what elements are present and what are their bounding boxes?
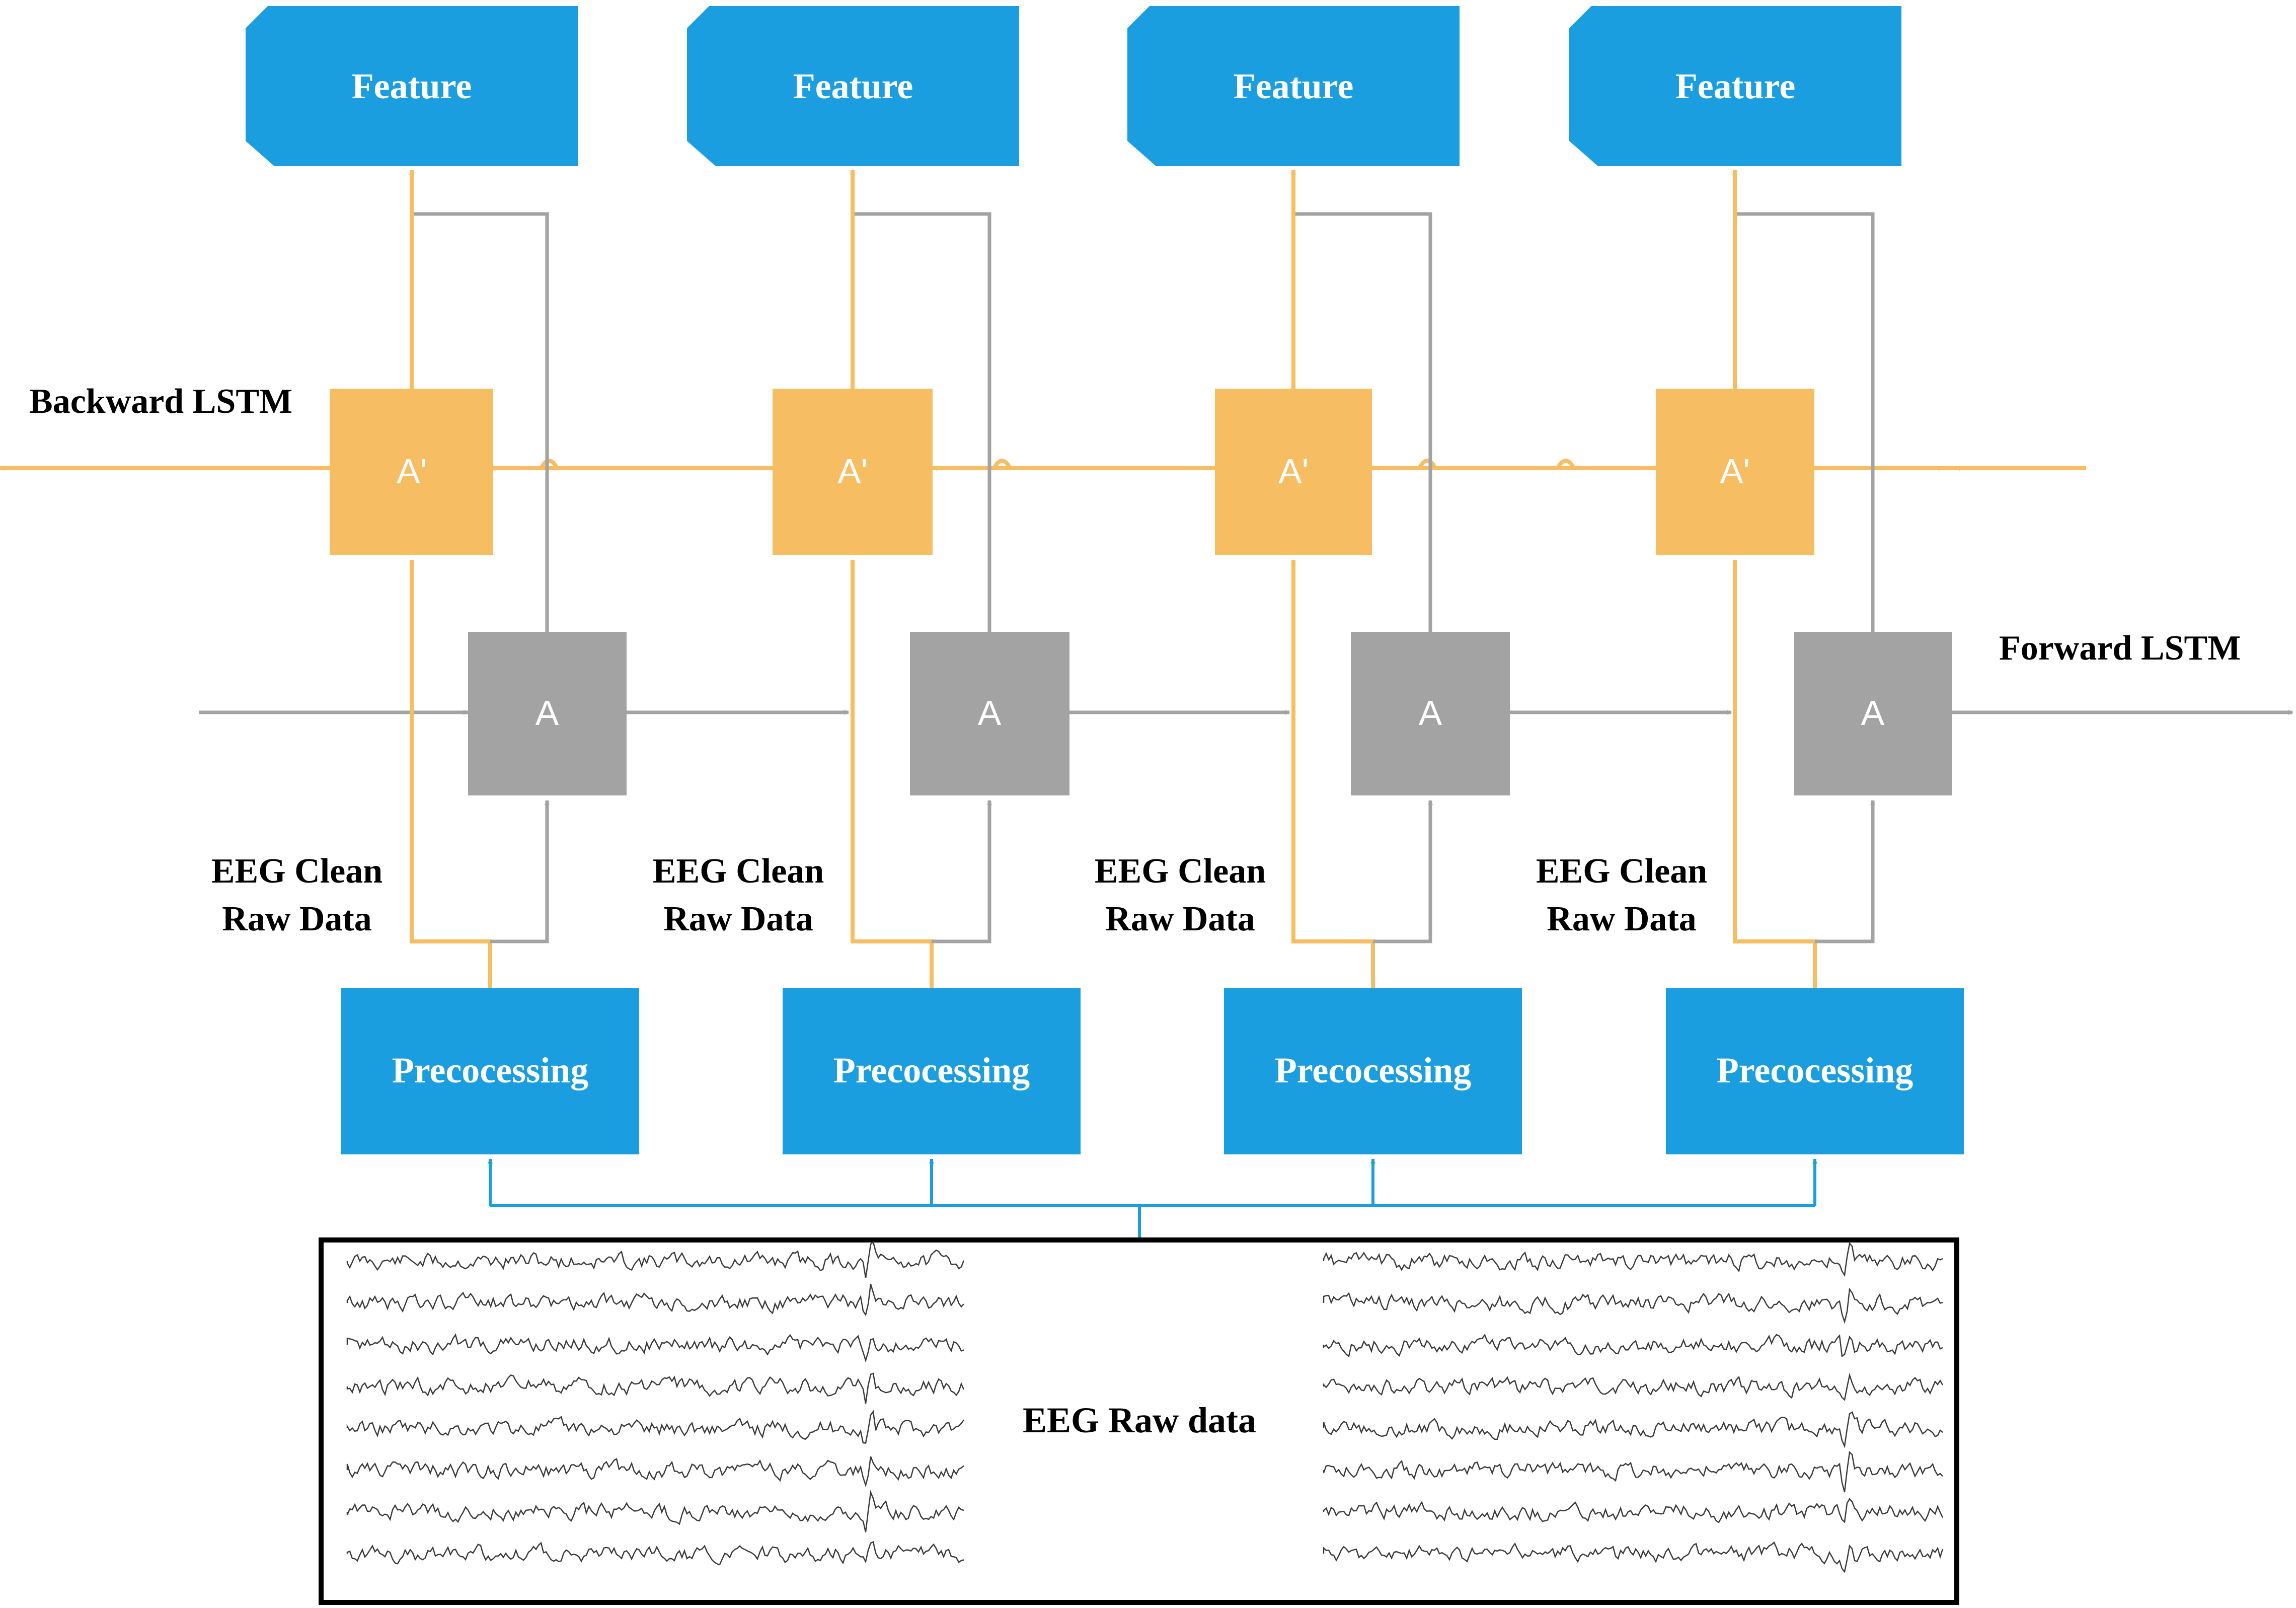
forward-cell-label: A	[978, 693, 1002, 733]
eeg-trace	[346, 1541, 964, 1566]
column-4: Feature A' A EEG Clean Raw Data Precoces…	[1536, 6, 1964, 1154]
preprocessing-box	[783, 988, 1081, 1154]
forward-cell	[1351, 632, 1510, 795]
forward-cell	[910, 632, 1069, 795]
forward-cell-label: A	[535, 693, 559, 733]
preprocessing-label: Precocessing	[1717, 1050, 1914, 1090]
eeg-trace	[346, 1333, 964, 1363]
backward-lstm-label: Backward LSTM	[29, 382, 292, 421]
column-2: Feature A' A EEG Clean Raw Data Precoces…	[653, 6, 1081, 1154]
backward-cell	[1656, 389, 1814, 555]
preprocess-to-backward-connector	[1733, 584, 1817, 988]
eeg-trace	[346, 1410, 965, 1444]
connectors	[409, 170, 1875, 988]
forward-lstm-label: Forward LSTM	[1999, 629, 2241, 668]
preprocessing-box	[1666, 988, 1964, 1154]
feature-box	[246, 6, 578, 166]
preprocess-to-forward-connector	[932, 826, 991, 943]
feature-label: Feature	[1675, 66, 1796, 106]
eeg-traces-left	[346, 1240, 965, 1566]
clean-data-label-line2: Raw Data	[663, 900, 813, 938]
preprocessing-box	[341, 988, 639, 1154]
eeg-trace	[1323, 1287, 1943, 1324]
clean-data-label-line1: EEG Clean	[211, 852, 382, 891]
eeg-trace	[346, 1240, 965, 1278]
backward-cell-label: A'	[1278, 452, 1309, 491]
eeg-trace	[1323, 1242, 1943, 1277]
clean-data-label-line1: EEG Clean	[1095, 852, 1266, 891]
eeg-trace	[346, 1372, 965, 1404]
clean-data-label-line2: Raw Data	[222, 900, 371, 938]
preprocess-to-forward-connector	[490, 826, 549, 943]
feature-box	[1569, 6, 1901, 166]
preprocess-to-backward-connector	[851, 584, 934, 988]
eeg-trace	[1323, 1498, 1944, 1523]
eeg-raw-data-label: EEG Raw data	[1023, 1400, 1256, 1440]
forward-cell	[1794, 632, 1952, 795]
preprocessing-label: Precocessing	[833, 1050, 1030, 1090]
backward-cell	[773, 389, 933, 555]
backward-cell	[330, 389, 493, 555]
forward-cell-label: A	[1419, 693, 1442, 733]
preprocess-to-forward-connector	[1815, 826, 1875, 943]
eeg-trace	[346, 1490, 964, 1532]
feature-label: Feature	[793, 66, 913, 106]
clean-data-label-line1: EEG Clean	[1536, 852, 1707, 891]
backward-cell	[1215, 389, 1372, 555]
eeg-trace	[1323, 1372, 1944, 1401]
eeg-raw-data-panel	[319, 1237, 1959, 1605]
eeg-trace	[1323, 1334, 1943, 1358]
column-1: Feature A' A EEG Clean Raw Data Precoces…	[211, 6, 639, 1154]
eeg-trace	[1323, 1451, 1943, 1493]
clean-data-label-line2: Raw Data	[1105, 900, 1255, 938]
backward-cell-label: A'	[1720, 452, 1750, 491]
eeg-trace	[346, 1284, 964, 1317]
feature-box	[1127, 6, 1460, 166]
column-3: Feature A' A EEG Clean Raw Data Precoces…	[1095, 6, 1522, 1154]
forward-cell	[468, 632, 627, 795]
feature-label: Feature	[1234, 66, 1354, 106]
preprocess-to-backward-connector	[410, 584, 492, 988]
feature-box	[687, 6, 1019, 166]
raw-data-distribution	[488, 1158, 1817, 1240]
eeg-trace	[1323, 1411, 1943, 1448]
eeg-traces-right	[1323, 1242, 1944, 1573]
clean-data-label-line1: EEG Clean	[653, 852, 824, 891]
preprocessing-box	[1224, 988, 1522, 1154]
feature-label: Feature	[352, 66, 472, 106]
preprocess-to-forward-connector	[1373, 826, 1432, 943]
forward-cell-label: A	[1861, 693, 1885, 733]
eeg-trace	[1323, 1541, 1944, 1573]
preprocess-to-backward-connector	[1291, 584, 1375, 988]
clean-data-label-line2: Raw Data	[1547, 900, 1696, 938]
backward-cell-label: A'	[397, 452, 427, 491]
preprocessing-label: Precocessing	[1275, 1050, 1472, 1090]
eeg-trace	[346, 1456, 964, 1488]
backward-cell-label: A'	[837, 452, 868, 491]
preprocessing-label: Precocessing	[392, 1050, 589, 1090]
